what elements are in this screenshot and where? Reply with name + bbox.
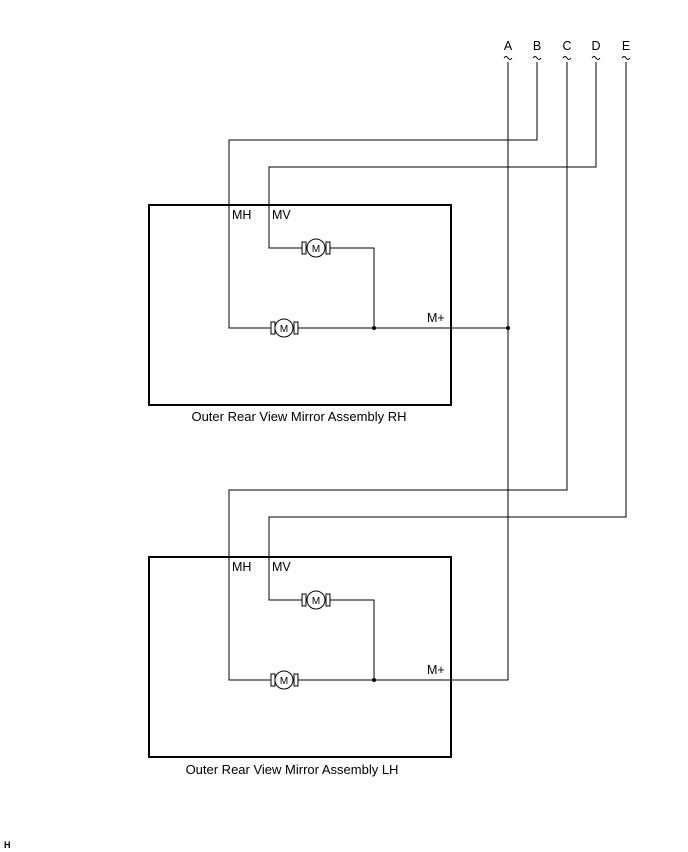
rh-upper-motor-icon: M [301,238,331,258]
rh-pin-mh-label: MH [232,208,251,222]
lh-upper-motor-icon: M [301,590,331,610]
a-junction-dot [506,326,510,330]
terminal-c-label: C [562,39,571,53]
wire-e-lh-mv [268,62,627,601]
terminal-b-label: B [533,39,541,53]
rh-junction-dot [372,326,376,330]
rh-lower-motor-icon: M [270,318,299,338]
rh-upper-motor-wire [330,247,375,328]
lh-assembly-box [148,556,452,758]
terminal-d-label: D [591,39,600,53]
wire-d-rh-mv [268,62,597,249]
wire-a-common [459,62,509,681]
terminal-break-marks [503,56,631,60]
lh-assembly-caption: Outer Rear View Mirror Assembly LH [186,762,399,777]
lh-lower-motor-icon: M [270,670,299,690]
wire-b-rh-mh [228,62,538,329]
lh-upper-motor-label: M [312,596,320,607]
rh-pin-mv-label: MV [272,208,291,222]
rh-lower-motor-label: M [280,324,288,335]
lh-lower-motor-label: M [280,676,288,687]
lh-junction-dot [372,678,376,682]
wire-c-lh-mh [228,62,568,681]
rh-pin-mplus-label: M+ [427,311,445,325]
rh-assembly-caption: Outer Rear View Mirror Assembly RH [191,409,406,424]
terminal-a-label: A [504,39,513,53]
terminal-e-label: E [622,39,630,53]
rh-assembly-box [148,204,452,406]
rh-upper-motor-label: M [312,244,320,255]
lh-pin-mh-label: MH [232,560,251,574]
lh-upper-motor-wire [330,599,375,680]
lh-pin-mv-label: MV [272,560,291,574]
footer-code: H [4,840,11,850]
lh-pin-mplus-label: M+ [427,663,445,677]
